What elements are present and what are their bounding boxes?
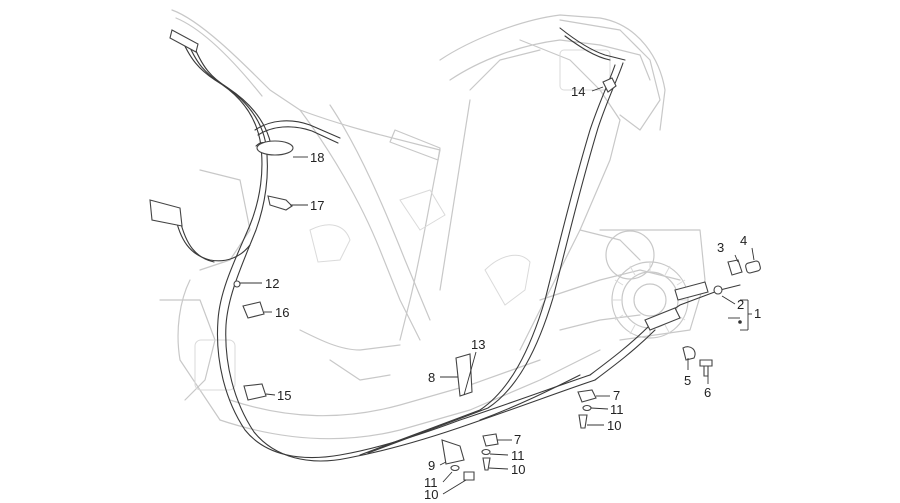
clip-part-16: [242, 301, 265, 319]
callout-4: 4: [740, 233, 747, 248]
callout-2: 2: [737, 297, 744, 312]
callout-11-bottom: 11: [424, 475, 438, 490]
callout-8: 8: [428, 370, 435, 385]
callout-1-dot: [738, 320, 742, 324]
screw-part-6: [699, 359, 713, 377]
callout-6: 6: [704, 385, 711, 400]
cable-tie-part-18: [256, 140, 294, 156]
terminal-part-12: [233, 280, 241, 288]
screw-part-10-b: [482, 457, 491, 471]
washer-part-11-a: [582, 404, 592, 412]
washer-part-11-c: [450, 464, 460, 472]
bracket-part-8: [455, 353, 473, 397]
callout-15: 15: [277, 388, 291, 403]
bracket-part-9: [441, 439, 465, 465]
callout-7-upper: 7: [613, 388, 620, 403]
hardware-parts: [149, 29, 761, 481]
rear-pulley: [674, 281, 709, 301]
callout-12: 12: [265, 276, 279, 291]
callout-labels: 14 18 17 3 4 2 1 12 16 13 8 5 6 15 7 11 …: [265, 84, 761, 502]
leader-lines: [240, 86, 755, 495]
brake-switch-connector: [149, 199, 183, 227]
nut-part-3: [727, 259, 743, 276]
callout-18: 18: [310, 150, 324, 165]
clip-part-7-lower: [482, 433, 499, 447]
callout-16: 16: [275, 305, 289, 320]
cable-runs: [174, 27, 741, 462]
callout-5: 5: [684, 373, 691, 388]
clamp-part-17: [267, 195, 293, 211]
clamp-part-5: [682, 346, 696, 361]
scooter-frame: [159, 9, 706, 440]
callout-11-lower: 11: [511, 448, 525, 463]
callout-1: 1: [754, 306, 761, 321]
sleeve-part-4: [745, 260, 761, 274]
callout-3: 3: [717, 240, 724, 255]
callout-10-lower: 10: [511, 462, 525, 477]
callout-14: 14: [571, 84, 585, 99]
left-grip-connector: [169, 29, 199, 53]
callout-9: 9: [428, 458, 435, 473]
rear-drum-fins: [612, 262, 688, 338]
screw-part-10-c: [463, 471, 475, 481]
clip-part-15: [243, 383, 267, 401]
washer-part-11-b: [481, 448, 491, 456]
callout-10-upper: 10: [607, 418, 621, 433]
callout-17: 17: [310, 198, 324, 213]
callout-13: 13: [471, 337, 485, 352]
washer-part-2: [713, 285, 723, 295]
callout-11-upper: 11: [610, 402, 624, 417]
clip-part-7-upper: [577, 389, 597, 403]
callout-10-bottom: 10: [424, 487, 438, 502]
callout-7-lower: 7: [514, 432, 521, 447]
clip-part-14: [602, 77, 617, 93]
cable-adjuster-part-1: [644, 307, 681, 331]
screw-part-10-a: [578, 414, 588, 429]
